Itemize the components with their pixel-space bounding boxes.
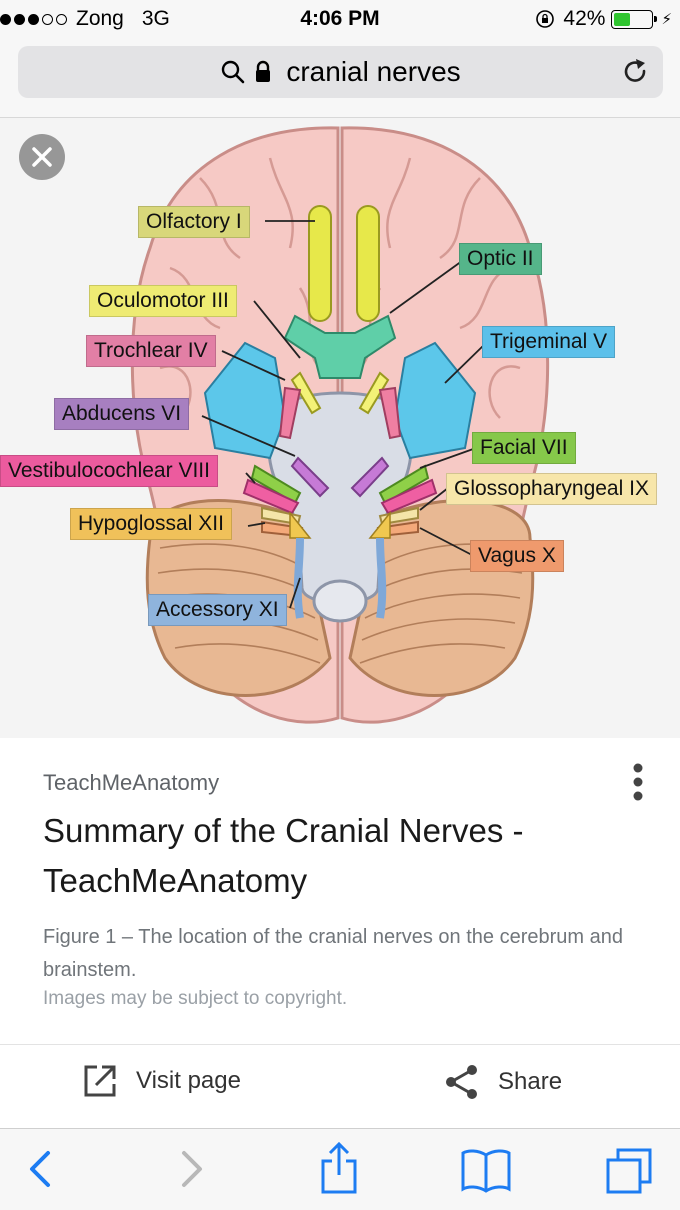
image-result-card: TeachMeAnatomy Summary of the Cranial Ne…: [0, 738, 680, 1128]
signal-strength-icon: [0, 13, 70, 25]
label-glossopharyngeal: Glossopharyngeal IX: [446, 473, 657, 505]
close-viewer-button[interactable]: [19, 134, 65, 180]
visit-page-label: Visit page: [136, 1067, 241, 1094]
result-title[interactable]: Summary of the Cranial Nerves - TeachMeA…: [43, 812, 524, 899]
share-button[interactable]: Share: [444, 1063, 562, 1101]
copyright-notice: Images may be subject to copyright.: [43, 988, 348, 1009]
carrier-name: Zong: [76, 7, 124, 30]
share-icon: [446, 1065, 477, 1099]
bookmarks-icon[interactable]: [460, 1147, 512, 1193]
status-bar: Zong 3G 4:06 PM 42% ⚡: [0, 0, 680, 38]
label-hypoglossal: Hypoglossal XII: [70, 508, 232, 540]
share-sheet-icon[interactable]: [318, 1141, 360, 1195]
label-optic: Optic II: [459, 243, 542, 275]
tabs-icon[interactable]: [604, 1147, 654, 1195]
charging-icon: ⚡: [661, 11, 672, 28]
cranial-nerves-illustration: [0, 118, 680, 738]
carrier-info: Zong 3G: [0, 7, 170, 31]
address-bar[interactable]: cranial nerves: [18, 46, 663, 98]
label-accessory: Accessory XI: [148, 594, 287, 626]
battery-percent: 42%: [563, 7, 606, 30]
forward-icon[interactable]: [178, 1147, 206, 1191]
clock: 4:06 PM: [300, 7, 380, 30]
battery-info: 42% ⚡: [535, 7, 672, 31]
share-label: Share: [498, 1068, 563, 1095]
network-type: 3G: [141, 7, 170, 30]
label-vestibulocochlear: Vestibulocochlear VIII: [0, 455, 218, 487]
label-trigeminal: Trigeminal V: [482, 326, 616, 358]
more-options-icon[interactable]: [632, 762, 644, 802]
lock-icon: [256, 60, 271, 82]
browser-toolbar: [0, 1128, 680, 1210]
label-abducens: Abducens VI: [54, 398, 190, 430]
back-icon[interactable]: [26, 1147, 54, 1191]
battery-icon: [611, 9, 658, 29]
search-query: cranial nerves: [286, 56, 461, 87]
search-icon: [222, 60, 245, 84]
label-trochlear: Trochlear IV: [86, 335, 216, 367]
source-site[interactable]: TeachMeAnatomy: [43, 770, 220, 795]
browser-header: cranial nerves: [0, 38, 680, 118]
battery-fill: [614, 12, 630, 26]
label-oculomotor: Oculomotor III: [89, 285, 237, 317]
label-vagus: Vagus X: [470, 540, 564, 572]
divider: [0, 1044, 680, 1045]
close-icon: [32, 147, 52, 167]
label-olfactory: Olfactory I: [138, 206, 250, 238]
result-caption: Figure 1 – The location of the cranial n…: [43, 926, 623, 981]
reload-icon[interactable]: [621, 57, 651, 87]
label-facial: Facial VII: [472, 432, 576, 464]
visit-page-button[interactable]: Visit page: [82, 1063, 241, 1099]
rotation-lock-icon: [536, 10, 555, 28]
image-viewer[interactable]: Olfactory I Optic II Oculomotor III Troc…: [0, 118, 680, 738]
open-external-icon: [84, 1065, 116, 1097]
